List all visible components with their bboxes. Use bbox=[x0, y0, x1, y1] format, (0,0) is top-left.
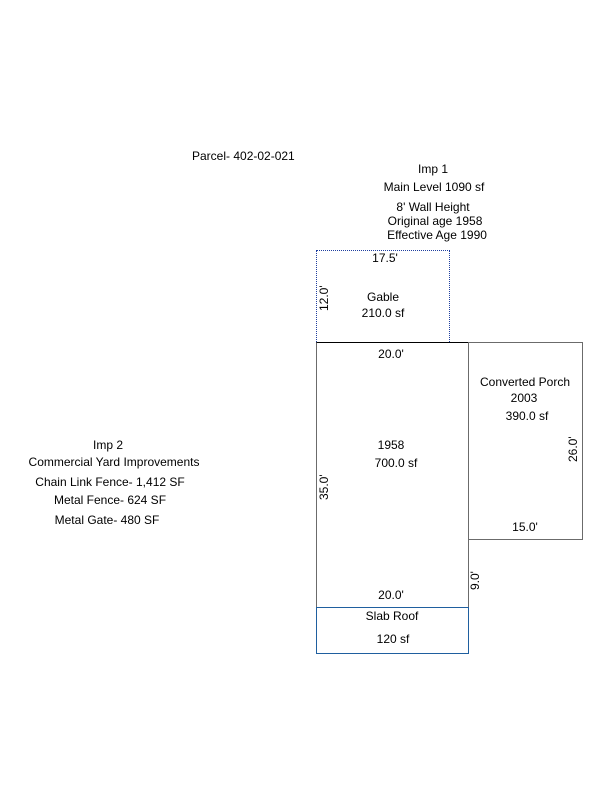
gable-area bbox=[316, 250, 450, 342]
slab-label: Slab Roof bbox=[365, 609, 419, 623]
gable-label: Gable bbox=[366, 290, 400, 304]
main-year: 1958 bbox=[377, 438, 405, 452]
porch-label: Converted Porch bbox=[479, 375, 571, 389]
slab-area: 120 sf bbox=[376, 632, 410, 646]
slab-roof bbox=[316, 607, 469, 654]
porch-year: 2003 bbox=[510, 391, 538, 405]
parcel-label: Parcel- 402-02-021 bbox=[192, 149, 295, 163]
imp1-effective-age: Effective Age 1990 bbox=[387, 228, 487, 242]
porch-width-label: 15.0' bbox=[512, 520, 538, 534]
main-depth-label: 35.0' bbox=[317, 474, 331, 500]
imp2-metal-gate: Metal Gate- 480 SF bbox=[54, 513, 160, 527]
imp1-title: Imp 1 bbox=[417, 162, 449, 176]
porch-offset-label: 9.0' bbox=[468, 571, 482, 590]
main-bottom-width-label: 20.0' bbox=[378, 588, 404, 602]
main-top-width-label: 20.0' bbox=[378, 347, 404, 361]
imp1-wall-height: 8' Wall Height bbox=[396, 200, 470, 214]
gable-width-label: 17.5' bbox=[372, 251, 398, 265]
converted-porch bbox=[468, 342, 583, 540]
imp2-title: Imp 2 bbox=[92, 438, 124, 452]
main-section bbox=[316, 342, 469, 608]
gable-area-value: 210.0 sf bbox=[361, 306, 405, 320]
porch-area: 390.0 sf bbox=[505, 409, 549, 423]
imp2-chain-link: Chain Link Fence- 1,412 SF bbox=[35, 475, 185, 489]
porch-depth-label: 26.0' bbox=[566, 436, 580, 462]
imp2-subtitle: Commercial Yard Improvements bbox=[28, 455, 200, 469]
imp1-main-level: Main Level 1090 sf bbox=[383, 180, 485, 194]
imp1-original-age: Original age 1958 bbox=[387, 214, 483, 228]
main-area: 700.0 sf bbox=[374, 456, 418, 470]
imp2-metal-fence: Metal Fence- 624 SF bbox=[53, 493, 167, 507]
gable-depth-label: 12.0' bbox=[317, 285, 331, 311]
